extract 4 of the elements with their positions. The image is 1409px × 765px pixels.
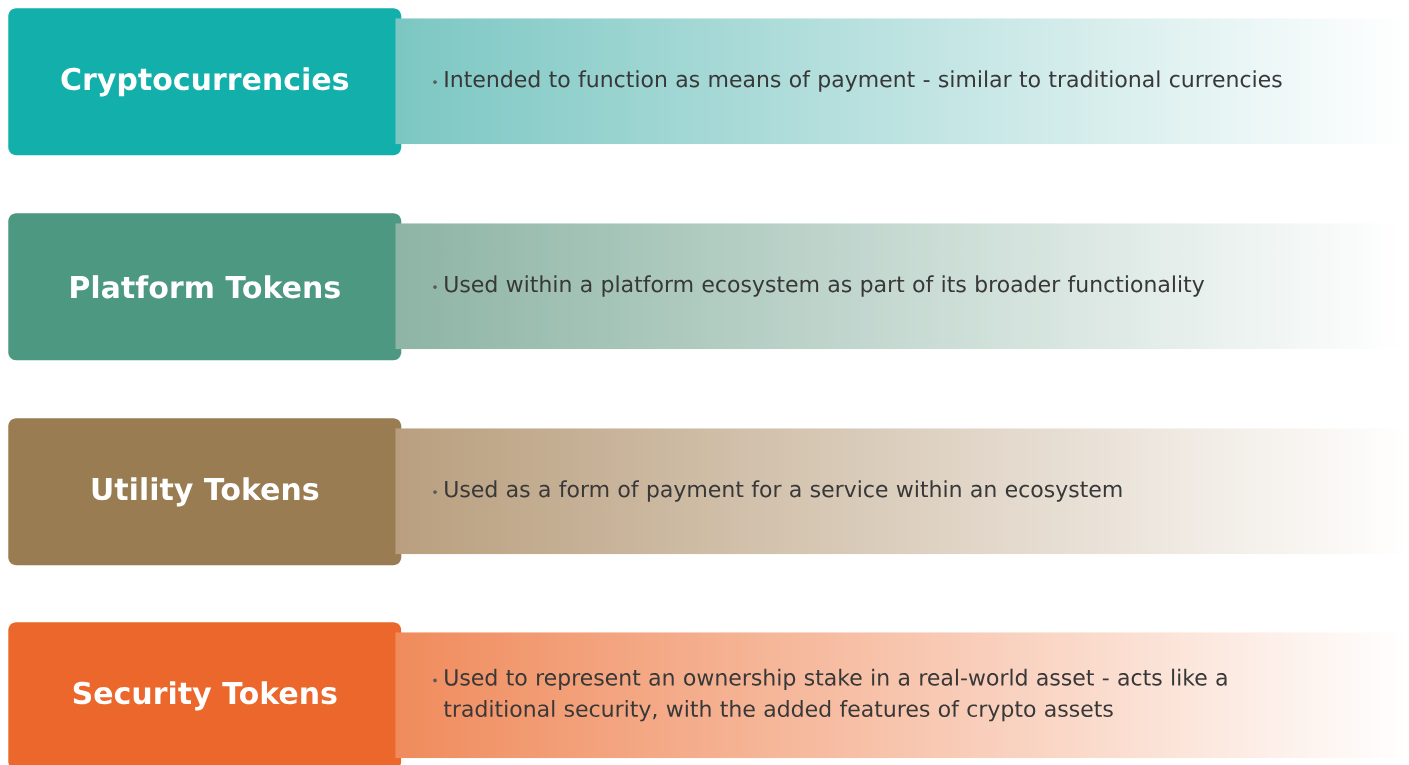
category-box: Security Tokens: [8, 622, 402, 765]
category-box: Utility Tokens: [8, 418, 402, 566]
category-box: Platform Tokens: [8, 213, 402, 361]
category-box: Cryptocurrencies: [8, 8, 402, 156]
